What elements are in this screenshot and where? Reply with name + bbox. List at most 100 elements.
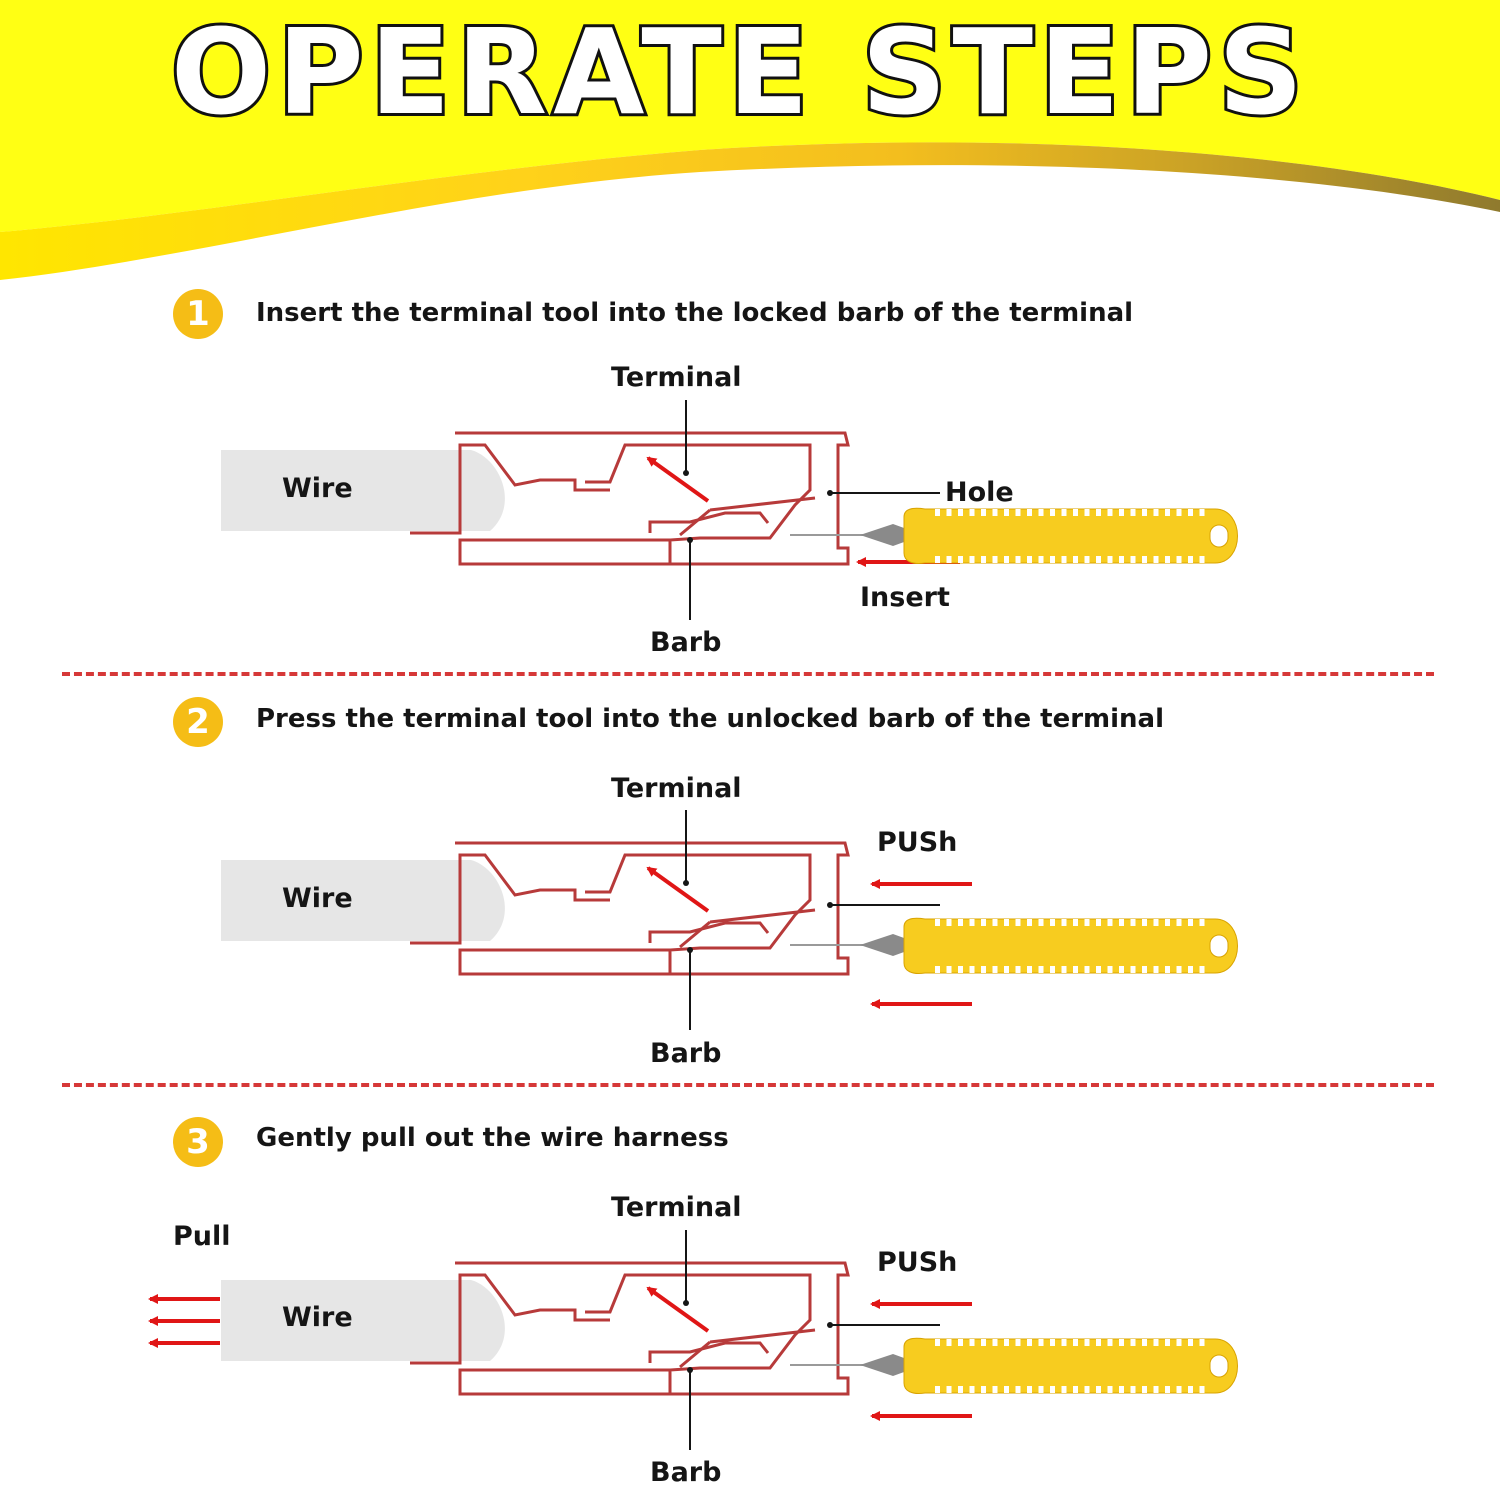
tool-rib-notch (935, 1386, 940, 1393)
tool-rib-notch (1165, 919, 1170, 926)
tool-rib-notch (958, 919, 963, 926)
tool-rib-notch (1153, 1386, 1159, 1393)
terminal-removal-tool (790, 1337, 1238, 1394)
wire-body (221, 860, 471, 941)
tool-rib-notch (1188, 509, 1193, 516)
tool-rib-notch (1142, 1339, 1147, 1346)
hole-leader-dot (827, 1322, 833, 1328)
tool-rib-notch (1027, 966, 1032, 973)
tool-rib-notch (1061, 966, 1067, 973)
tool-rib-notch (1153, 1339, 1159, 1346)
step-1-diagram (221, 400, 1238, 620)
step-1-insert-label: Insert (860, 582, 950, 613)
wire-body (221, 450, 471, 531)
terminal-removal-tool (790, 917, 1238, 974)
step-divider-2 (62, 1083, 1434, 1087)
tool-rib-notch (1130, 509, 1136, 516)
tool-rib-notch (1073, 1339, 1078, 1346)
tool-tip (860, 1354, 904, 1376)
tool-rib-notch (1004, 1386, 1009, 1393)
tool-rib-notch (1084, 1386, 1090, 1393)
tool-rib-notch (1176, 509, 1182, 516)
tool-rib-notch (981, 1339, 986, 1346)
tool-rib-notch (1038, 509, 1044, 516)
tool-rib-notch (1119, 509, 1124, 516)
tool-rib-notch (1096, 1386, 1101, 1393)
tool-rib-notch (1119, 1339, 1124, 1346)
step-2-push-label: PUSh (877, 827, 958, 858)
tool-rib-notch (1199, 919, 1205, 926)
tool-rib-notch (1188, 1339, 1193, 1346)
tool-rib-notch (981, 919, 986, 926)
tool-rib-notch (1096, 966, 1101, 973)
tool-rib-notch (1050, 919, 1055, 926)
tool-rib-notch (1084, 556, 1090, 563)
tool-rib-notch (1153, 556, 1159, 563)
tool-rib-notch (1027, 1386, 1032, 1393)
tool-handle (903, 1337, 1238, 1394)
tool-rib-notch (1015, 919, 1021, 926)
step-3-wire-label: Wire (282, 1302, 353, 1333)
tool-rib-notch (1096, 919, 1101, 926)
tool-rib-notch (1038, 919, 1044, 926)
title-banner (0, 0, 1500, 280)
wire-end (471, 1280, 505, 1361)
step-2-diagram (221, 810, 1238, 1030)
tool-rib-notch (946, 966, 952, 973)
tool-rib-notch (1038, 1386, 1044, 1393)
tool-rib-notch (1142, 966, 1147, 973)
tool-rib-notch (1027, 509, 1032, 516)
tool-rib-notch (981, 509, 986, 516)
tool-rib-notch (1165, 1339, 1170, 1346)
tool-rib-notch (1119, 1386, 1124, 1393)
tool-rib-notch (1027, 1339, 1032, 1346)
tool-rib-notch (946, 1386, 952, 1393)
tool-rib-notch (1084, 919, 1090, 926)
tool-rib-notch (1084, 966, 1090, 973)
tool-rib-notch (958, 1386, 963, 1393)
step-1-wire-label: Wire (282, 473, 353, 504)
tool-rib-notch (992, 556, 998, 563)
step-2-instruction: Press the terminal tool into the unlocke… (256, 704, 1164, 734)
barb-arm (709, 1328, 816, 1344)
step-1-hole-label: Hole (945, 477, 1014, 508)
terminal-leader-dot (683, 880, 689, 886)
tool-rib-notch (958, 509, 963, 516)
step-3-pull-label: Pull (173, 1221, 231, 1252)
tool-rib-notch (1153, 509, 1159, 516)
wire-end (471, 860, 505, 941)
tool-rib-notch (935, 966, 940, 973)
tool-rib-notch (992, 1386, 998, 1393)
tool-rib-notch (969, 509, 975, 516)
tool-rib-notch (1153, 966, 1159, 973)
tool-rib-notch (1130, 1386, 1136, 1393)
tool-rib-notch (1050, 1339, 1055, 1346)
tool-rib-notch (1188, 919, 1193, 926)
step-3-barb-label: Barb (650, 1457, 722, 1488)
terminal-leader-dot (683, 1300, 689, 1306)
barb-latch (679, 1340, 711, 1369)
tool-rib-notch (958, 1339, 963, 1346)
tool-rib-notch (1038, 1339, 1044, 1346)
terminal-housing (410, 841, 850, 976)
terminal-direction-arrow (646, 1286, 710, 1333)
tool-rib-notch (1073, 556, 1078, 563)
tool-rib-notch (1130, 919, 1136, 926)
tool-rib-notch (1199, 556, 1205, 563)
tool-rib-notch (1165, 1386, 1170, 1393)
tool-rib-notch (1096, 556, 1101, 563)
tool-rib-notch (946, 509, 952, 516)
tool-rib-notch (969, 1386, 975, 1393)
tool-rib-notch (992, 966, 998, 973)
step-1-barb-label: Barb (650, 627, 722, 658)
tool-rib-notch (1165, 509, 1170, 516)
tool-handle (903, 917, 1238, 974)
terminal-removal-tool (790, 507, 1238, 564)
tool-rib-notch (1015, 509, 1021, 516)
tool-rib-notch (1176, 556, 1182, 563)
tool-rib-notch (1130, 556, 1136, 563)
tool-rib-notch (1142, 919, 1147, 926)
tool-rib-notch (1084, 1339, 1090, 1346)
tool-handle-slot (1209, 524, 1229, 548)
tool-rib-notch (1004, 556, 1009, 563)
